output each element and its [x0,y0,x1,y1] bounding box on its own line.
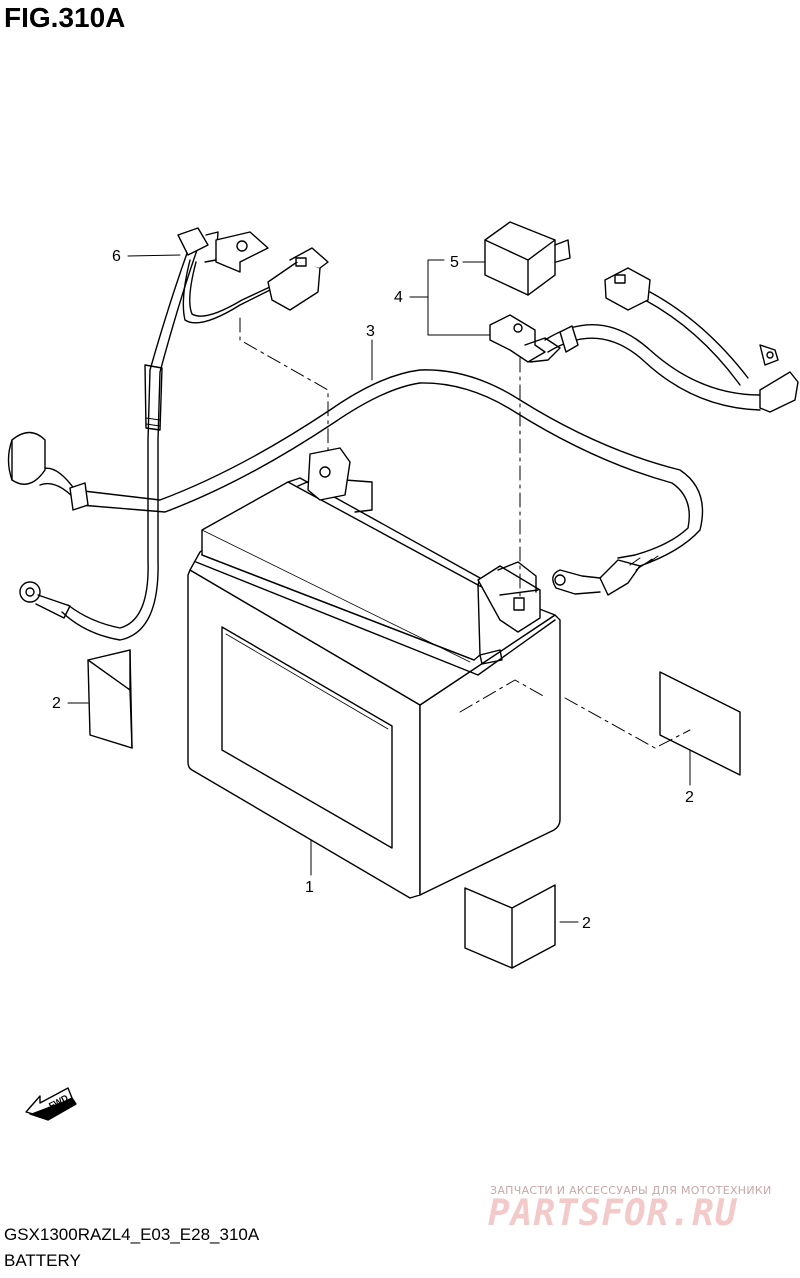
callout-6: 6 [112,248,121,265]
callout-3: 3 [366,323,375,340]
watermark-tagline: ЗАПЧАСТИ И АКСЕССУАРЫ ДЛЯ МОТОТЕХНИКИ [490,1184,772,1197]
battery [187,447,561,899]
fwd-arrow-icon: FWD [25,1087,77,1121]
assembly-guide-lines [239,317,691,749]
callout-2-bottom: 2 [582,915,591,932]
figure-title: FIG.310A [4,2,126,33]
lead-wire [19,227,329,641]
pad-bottom [464,884,556,969]
callout-1: 1 [305,879,314,896]
terminal-cover [484,221,571,296]
main-cable [7,369,704,596]
terminal-bracket [489,267,799,413]
leader-lines [67,254,691,923]
callout-2-right: 2 [685,789,694,806]
section-name: BATTERY [4,1251,81,1270]
callout-2-left: 2 [52,695,61,712]
pad-left [87,649,133,749]
model-code: GSX1300RAZL4_E03_E28_310A [4,1225,260,1244]
callout-4: 4 [394,289,403,306]
watermark-logo: PARTSFOR.RU [488,1193,738,1234]
pad-right [659,671,741,776]
callout-5: 5 [450,254,459,271]
